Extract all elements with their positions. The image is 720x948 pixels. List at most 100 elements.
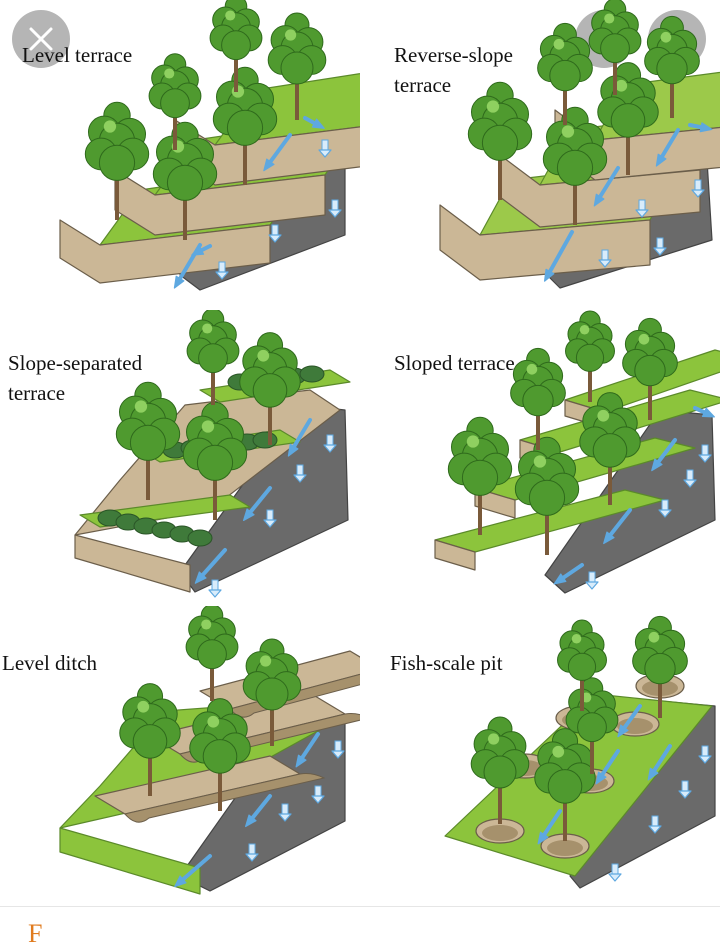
tree: [84, 101, 150, 220]
water-flow-arrowhead: [245, 814, 257, 828]
panel-title-line: terrace: [8, 381, 66, 405]
level-ditch-illustration: [59, 606, 360, 895]
water-flow-arrow: [546, 230, 574, 277]
water-flow-arrow: [598, 749, 620, 780]
infiltration-arrow: [686, 469, 694, 481]
infiltration-arrowhead: [208, 589, 222, 598]
water-flow-arrow: [246, 486, 272, 517]
infiltration-arrow: [681, 780, 689, 792]
water-flow-arrowhead: [191, 245, 205, 256]
tree: [467, 81, 533, 200]
footer-bar: F: [0, 906, 720, 947]
reverse-slope-terrace-illustration: [439, 0, 720, 289]
panel-sloped-terrace: Sloped terrace: [360, 310, 720, 610]
water-flow-arrowhead: [311, 118, 325, 129]
shrub: [252, 431, 278, 449]
panel-title-line: Fish-scale pit: [390, 651, 503, 675]
infiltration-arrow: [218, 261, 226, 273]
panel-title: Slope-separated terrace: [8, 348, 142, 408]
tree: [597, 62, 659, 175]
water-flow-arrowhead: [699, 122, 713, 133]
water-flow-arrowhead: [173, 275, 185, 289]
panel-title: Level ditch: [2, 648, 97, 678]
infiltration-arrow: [321, 139, 329, 151]
tree: [115, 381, 181, 500]
water-flow-arrowhead: [287, 443, 299, 457]
water-flow-arrow: [658, 128, 680, 162]
front-edge: [59, 827, 201, 895]
tree: [209, 0, 263, 92]
infiltration-arrowhead: [585, 581, 599, 590]
tree: [148, 53, 202, 150]
tree: [514, 436, 580, 555]
water-flow-arrow: [290, 418, 312, 452]
infiltration-arrowhead: [598, 259, 612, 268]
water-flow-arrowhead: [174, 875, 187, 888]
shrub: [299, 365, 325, 383]
water-flow-arrow: [606, 508, 632, 540]
tree: [644, 15, 700, 118]
infiltration-arrowhead: [268, 234, 282, 243]
water-flow-arrow: [596, 166, 620, 202]
tree: [182, 401, 248, 520]
infiltration-arrow: [656, 237, 664, 249]
infiltration-arrow: [331, 199, 339, 211]
close-icon: [29, 27, 53, 51]
tree: [447, 416, 513, 535]
tree: [565, 310, 615, 402]
infiltration-arrow: [701, 444, 709, 456]
slope-separated-terrace-illustration: [74, 310, 351, 598]
infiltration-arrow: [211, 579, 219, 591]
water-flow-arrow: [540, 809, 562, 840]
fish-scale-pit-illustration: [444, 615, 716, 889]
terrace-riser: [74, 534, 191, 593]
infiltration-arrowhead: [653, 247, 667, 256]
terrace-riser: [474, 487, 516, 519]
water-flow-arrow: [298, 732, 320, 763]
level-terrace-illustration: [59, 0, 360, 291]
panel-fish-scale-pit: Fish-scale pit: [360, 606, 720, 906]
infiltration-arrow: [694, 179, 702, 191]
panel-title-line: Sloped terrace: [394, 351, 515, 375]
infiltration-arrow: [611, 863, 619, 875]
infiltration-arrowhead: [698, 454, 712, 463]
terrace-riser: [439, 204, 651, 281]
tree: [537, 22, 593, 125]
infiltration-arrowhead: [635, 209, 649, 218]
panel-title-line: terrace: [394, 73, 452, 97]
infiltration-arrow: [248, 843, 256, 855]
water-flow-arrow: [620, 704, 642, 733]
tree: [470, 716, 530, 824]
panel-title-line: Slope-separated: [8, 351, 143, 375]
infiltration-arrowhead: [683, 479, 697, 488]
tree: [557, 619, 607, 711]
panel-title: Sloped terrace: [394, 348, 515, 378]
water-flow-arrow: [650, 744, 672, 776]
close-button[interactable]: [12, 10, 70, 68]
water-flow-arrowhead: [617, 724, 629, 738]
shrub: [187, 529, 213, 547]
infiltration-arrowhead: [323, 444, 337, 453]
infiltration-arrowhead: [293, 474, 307, 483]
infiltration-arrow: [296, 464, 304, 476]
sloped-terrace-illustration: [434, 310, 720, 594]
panel-title: Reverse-slope terrace: [394, 40, 513, 100]
tree: [534, 728, 596, 841]
panel-level-ditch: Level ditch: [0, 606, 360, 906]
panel-level-terrace: Level terrace: [0, 0, 360, 300]
tree: [242, 638, 302, 746]
infiltration-arrow: [326, 434, 334, 446]
tree: [152, 121, 218, 240]
infiltration-arrow: [701, 745, 709, 757]
pit-hollow: [547, 840, 583, 856]
infiltration-arrow: [334, 740, 342, 752]
water-flow-arrow: [248, 794, 272, 823]
infiltration-arrow: [314, 785, 322, 797]
tree: [212, 66, 278, 185]
infiltration-arrow: [651, 815, 659, 827]
infiltration-arrowhead: [331, 750, 345, 759]
infiltration-arrow: [266, 509, 274, 521]
tree: [239, 332, 301, 445]
tree: [588, 0, 642, 95]
infiltration-arrowhead: [245, 853, 259, 862]
